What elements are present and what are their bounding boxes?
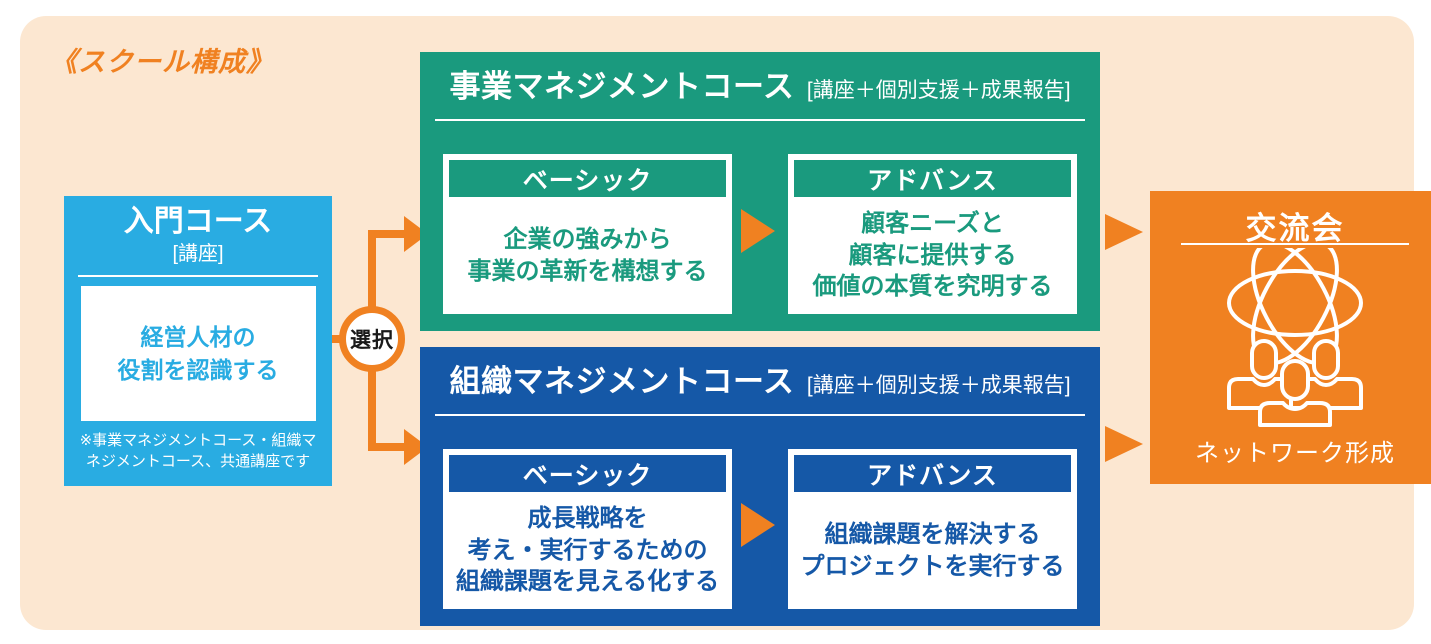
card-line: 企業の強みから xyxy=(503,225,672,253)
organization-course-underline xyxy=(435,414,1085,416)
networking-box: 交流会 ネットワーク形成 xyxy=(1150,191,1431,484)
diagram-panel: 《スクール構成》 入門コース [講座] 経営人材の 役割を認識する ※事業マネジ… xyxy=(20,16,1431,630)
intro-course-title: 入門コース xyxy=(123,205,273,238)
organization-basic-body: 成長戦略を 考え・実行するための 組織課題を見える化する xyxy=(443,498,732,603)
business-course-header: 事業マネジメントコース [講座＋個別支援＋成果報告] xyxy=(420,66,1100,114)
intro-course-divider xyxy=(78,275,318,277)
arrow-business-to-networking-icon xyxy=(1105,214,1143,250)
card-line: 組織課題を解決する xyxy=(824,520,1041,548)
card-line: 顧客ニーズと xyxy=(861,209,1004,237)
intro-course-note: ※事業マネジメントコース・組織マ ネジメントコース、共通講座です xyxy=(64,430,332,472)
business-course-underline xyxy=(435,119,1085,121)
organization-advance-label: アドバンス xyxy=(794,455,1071,492)
page-title: 《スクール構成》 xyxy=(50,47,274,77)
business-basic-body: 企業の強みから 事業の革新を構想する xyxy=(443,203,732,308)
networking-caption: ネットワーク形成 xyxy=(1195,440,1395,467)
card-line: 組織課題を見える化する xyxy=(455,568,720,596)
business-basic-label: ベーシック xyxy=(449,160,726,197)
business-course-subtitle: [講座＋個別支援＋成果報告] xyxy=(806,79,1071,102)
business-advance-label: アドバンス xyxy=(794,160,1071,197)
card-line: 事業の革新を構想する xyxy=(467,257,708,285)
business-advance-body: 顧客ニーズと 顧客に提供する 価値の本質を究明する xyxy=(788,203,1077,308)
intro-course-body-line: 役割を認識する xyxy=(117,356,279,383)
card-line: プロジェクトを実行する xyxy=(800,552,1065,580)
networking-title: 交流会 xyxy=(1245,211,1345,246)
organization-advance-card: アドバンス 組織課題を解決する プロジェクトを実行する xyxy=(788,449,1077,609)
business-advance-card: アドバンス 顧客ニーズと 顧客に提供する 価値の本質を究明する xyxy=(788,154,1077,314)
business-course-section: 事業マネジメントコース [講座＋個別支援＋成果報告] ベーシック 企業の強みから… xyxy=(420,52,1100,331)
organization-course-title: 組織マネジメントコース xyxy=(449,364,795,399)
connector-select-to-business xyxy=(368,230,404,238)
organization-basic-label: ベーシック xyxy=(449,455,726,492)
intro-course-note-line: ※事業マネジメントコース・組織マ xyxy=(79,432,317,449)
card-line: 顧客に提供する xyxy=(848,241,1017,269)
arrow-organization-to-networking-icon xyxy=(1105,426,1143,462)
business-basic-card: ベーシック 企業の強みから 事業の革新を構想する xyxy=(443,154,732,314)
card-line: 成長戦略を xyxy=(527,504,648,532)
intro-course-subtitle: [講座] xyxy=(172,243,224,265)
organization-advance-body: 組織課題を解決する プロジェクトを実行する xyxy=(788,498,1077,603)
card-line: 価値の本質を究明する xyxy=(812,273,1053,301)
intro-course-note-line: ネジメントコース、共通講座です xyxy=(85,453,311,470)
intro-course-body-line: 経営人材の xyxy=(140,324,256,351)
arrow-basic-to-advance-icon xyxy=(741,503,775,547)
select-circle: 選択 xyxy=(339,306,405,372)
select-label: 選択 xyxy=(350,329,394,352)
card-line: 考え・実行するための xyxy=(467,536,708,564)
organization-course-subtitle: [講座＋個別支援＋成果報告] xyxy=(806,374,1071,397)
intro-course-body: 経営人材の 役割を認識する xyxy=(80,286,316,421)
business-course-title: 事業マネジメントコース xyxy=(449,69,795,104)
atom-people-network-icon xyxy=(1227,248,1363,427)
organization-course-header: 組織マネジメントコース [講座＋個別支援＋成果報告] xyxy=(420,361,1100,409)
organization-course-section: 組織マネジメントコース [講座＋個別支援＋成果報告] ベーシック 成長戦略を 考… xyxy=(420,347,1100,626)
organization-basic-card: ベーシック 成長戦略を 考え・実行するための 組織課題を見える化する xyxy=(443,449,732,609)
intro-course-box: 入門コース [講座] 経営人材の 役割を認識する ※事業マネジメントコース・組織… xyxy=(64,196,332,486)
networking-underline xyxy=(1181,243,1409,245)
arrow-basic-to-advance-icon xyxy=(741,209,775,253)
connector-select-to-organization xyxy=(368,443,404,451)
